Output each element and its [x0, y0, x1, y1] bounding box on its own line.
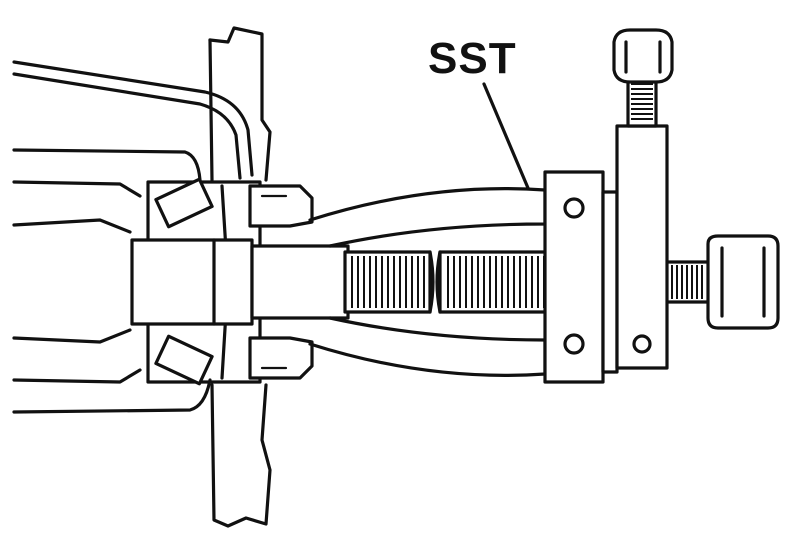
- lower-bolt-hole: [563, 333, 585, 355]
- upper-roller: [154, 177, 214, 229]
- oil-seal: [248, 184, 314, 380]
- lower-roller: [154, 334, 214, 386]
- sst-label: SST: [428, 34, 517, 83]
- bracket-hole: [632, 334, 652, 354]
- upper-bolt-hole: [563, 197, 585, 219]
- top-bolt-head: [612, 28, 674, 84]
- bracket: [612, 28, 674, 370]
- housing: [12, 60, 254, 414]
- end-nut: [706, 234, 780, 330]
- hub-flange: [208, 26, 272, 528]
- label-leader-line: [482, 82, 530, 190]
- puller-plate: [543, 170, 619, 384]
- axle-shaft: [130, 238, 350, 326]
